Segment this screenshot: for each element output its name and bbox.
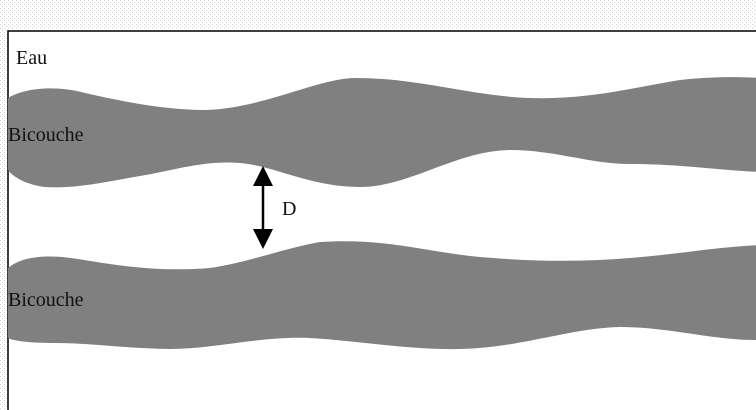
bilayer-bottom-label: Bicouche: [8, 289, 84, 311]
distance-arrow: [253, 166, 273, 249]
bilayer-top-label: Bicouche: [8, 124, 84, 146]
bilayer-top-shape: [8, 77, 756, 188]
water-label: Eau: [16, 47, 48, 69]
distance-label: D: [282, 198, 297, 220]
bilayer-bottom-shape: [8, 241, 756, 350]
